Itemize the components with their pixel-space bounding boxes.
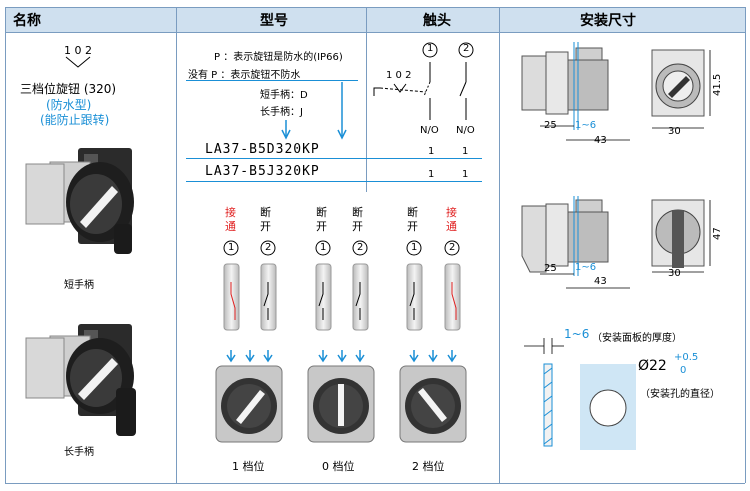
circle-number-row (223, 240, 460, 256)
divider-1 (176, 7, 177, 483)
header-model: 型号 (260, 13, 288, 29)
state-3-a: 断开 (407, 206, 418, 233)
circ-2b: 2 (357, 242, 364, 253)
dim-43a: 43 (594, 135, 607, 146)
pos-label-1: 1 档位 (232, 460, 265, 473)
contact-positions: 1 0 2 (386, 70, 412, 81)
state-1-b: 断开 (260, 206, 271, 233)
dim-25a: 25 (544, 120, 557, 131)
long-handle-product-image (25, 324, 136, 436)
handle-short: 短手柄：D (260, 90, 308, 101)
hole-note: （安装孔的直径） (640, 389, 720, 400)
dim-415: 41.5 (712, 73, 723, 96)
dim-43b: 43 (594, 276, 607, 287)
contact-circ-1: 1 (427, 43, 434, 54)
state-1-a: 接通 (225, 206, 236, 233)
table-header: 名称 型号 触头 安装尺寸 (5, 7, 745, 33)
circ-3b: 2 (449, 242, 456, 253)
dim-30b: 30 (668, 268, 681, 279)
divider-3 (499, 7, 500, 483)
border-bottom (5, 483, 745, 484)
p-line2: 没有 P ：表示旋钮不防水 (188, 70, 301, 81)
panel-range: 1~6 (564, 327, 590, 341)
code-2-c1: 1 (428, 169, 435, 180)
header-name: 名称 (13, 13, 41, 29)
header-dims: 安装尺寸 (580, 13, 636, 29)
contact-schematic (373, 42, 474, 120)
p-line1: P ：表示旋钮是防水的(IP66) (214, 52, 343, 63)
code-1: LA37-B5D320KP (205, 142, 320, 157)
state-2-a: 断开 (316, 206, 327, 233)
code-1-c2: 1 (462, 146, 469, 157)
dim-drawing-long (521, 196, 711, 289)
short-caption: 短手柄 (64, 280, 94, 291)
code-row-line-2 (186, 181, 482, 182)
left-sub1: (防水型) (46, 98, 92, 112)
state-3-b: 接通 (446, 206, 457, 233)
short-handle-product-image (25, 148, 134, 254)
pos-label-0: 0 档位 (322, 460, 355, 473)
panel-note: （安装面板的厚度） (592, 333, 682, 344)
circ-1b: 2 (265, 242, 272, 253)
circ-1a: 1 (228, 242, 235, 253)
p-underline (186, 80, 358, 81)
contact-circ-2: 2 (463, 43, 470, 54)
code-row-line-1 (186, 158, 482, 159)
state-2-b: 断开 (352, 206, 363, 233)
handle-long: 长手柄：J (260, 107, 303, 118)
long-caption: 长手柄 (64, 447, 94, 458)
dim-30a: 30 (668, 126, 681, 137)
border-left (5, 7, 6, 483)
hole-dia: Ø22 (638, 358, 667, 374)
dim-16b: 1~6 (575, 262, 597, 273)
dim-16a: 1~6 (575, 120, 597, 131)
code-2: LA37-B5J320KP (205, 164, 320, 179)
model-pointer-arrows (281, 82, 347, 140)
panel-hole-drawing (524, 338, 636, 450)
code-2-c2: 1 (462, 169, 469, 180)
circ-2a: 1 (320, 242, 327, 253)
left-sub2: (能防止跟转) (40, 113, 110, 127)
hole-tol-dn: 0 (680, 365, 687, 376)
divider-2 (366, 7, 367, 192)
pos-label-2: 2 档位 (412, 460, 445, 473)
no-1: N/O (420, 125, 439, 136)
left-title: 三档位旋钮 (320) (20, 82, 117, 96)
dim-47: 47 (712, 227, 723, 240)
circ-3a: 1 (411, 242, 418, 253)
dim-drawing-short (521, 42, 711, 141)
hole-tol-up: +0.5 (674, 352, 699, 363)
left-positions: 1 0 2 (64, 44, 92, 57)
dim-25b: 25 (544, 263, 557, 274)
header-contacts: 触头 (423, 13, 451, 29)
positions-arrow-icon (65, 56, 91, 68)
no-2: N/O (456, 125, 475, 136)
switch-position-diagrams (215, 263, 467, 443)
code-1-c1: 1 (428, 146, 435, 157)
border-right (745, 7, 746, 483)
